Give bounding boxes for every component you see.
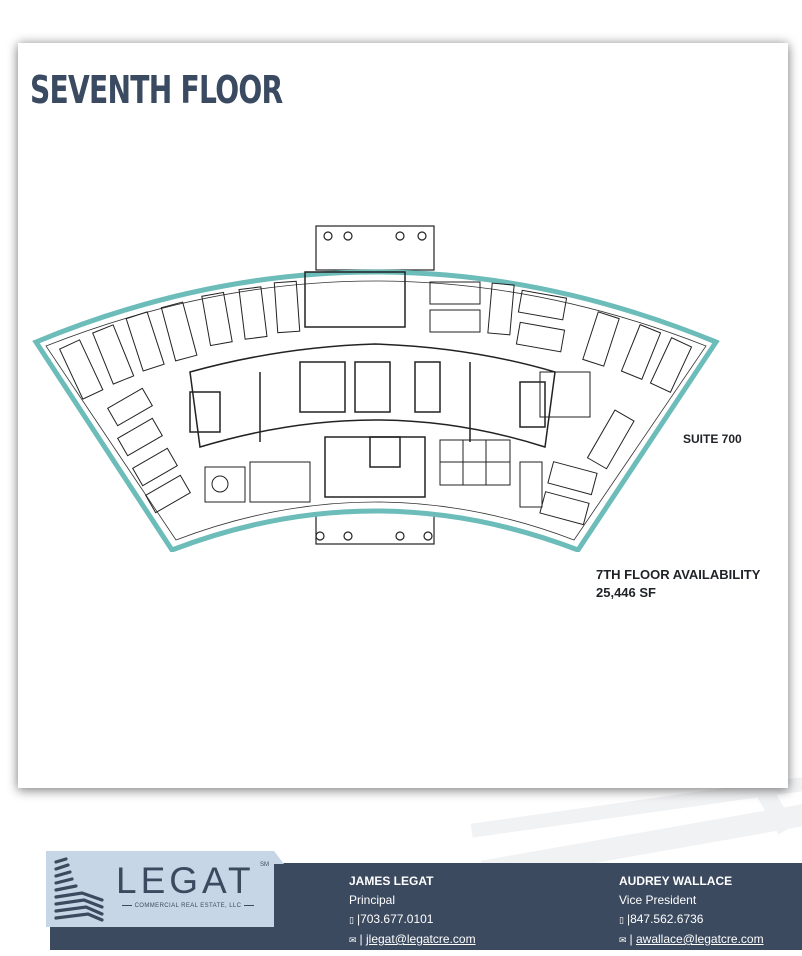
envelope-icon: ✉: [619, 935, 627, 945]
core-top: [315, 225, 435, 271]
logo-wordmark: LEGAT: [116, 860, 255, 901]
building-logo-icon: [54, 857, 104, 922]
workstations-left: [58, 280, 301, 514]
contact-email-row: ✉| jlegat@legatcre.com: [349, 930, 476, 950]
contact-phone-row: ▯|703.677.0101: [349, 910, 476, 930]
availability-square-feet: 25,446 SF: [596, 585, 656, 600]
contact-name: JAMES LEGAT: [349, 874, 434, 888]
suite-label: SUITE 700: [683, 432, 742, 446]
contact-phone: 703.677.0101: [360, 912, 434, 926]
contact-name: AUDREY WALLACE: [619, 874, 733, 888]
contact-audrey-wallace: AUDREY WALLACE Vice President ▯|847.562.…: [619, 872, 764, 950]
page-title: SEVENTH FLOOR: [30, 68, 283, 112]
contact-james-legat: JAMES LEGAT Principal ▯|703.677.0101 ✉| …: [349, 872, 476, 950]
workstations-center: [204, 439, 511, 503]
contact-email-row: ✉| awallace@legatcre.com: [619, 930, 764, 950]
phone-icon: ▯: [619, 915, 624, 925]
contact-email-link[interactable]: jlegat@legatcre.com: [366, 932, 476, 946]
logo-notch: [274, 851, 284, 864]
workstations-right: [429, 281, 693, 526]
floor-plan-drawing: [32, 225, 720, 552]
contact-phone: 847.562.6736: [630, 912, 704, 926]
envelope-icon: ✉: [349, 935, 357, 945]
phone-icon: ▯: [349, 915, 354, 925]
availability-title: 7TH FLOOR AVAILABILITY: [596, 567, 761, 582]
logo-subtitle: COMMERCIAL REAL ESTATE, LLC: [118, 903, 258, 909]
contact-role: Vice President: [619, 893, 697, 907]
logo-service-mark: SM: [260, 862, 269, 868]
building-outline: [32, 269, 720, 552]
contact-role: Principal: [349, 893, 396, 907]
contact-phone-row: ▯|847.562.6736: [619, 910, 764, 930]
contact-email-link[interactable]: awallace@legatcre.com: [636, 932, 764, 946]
